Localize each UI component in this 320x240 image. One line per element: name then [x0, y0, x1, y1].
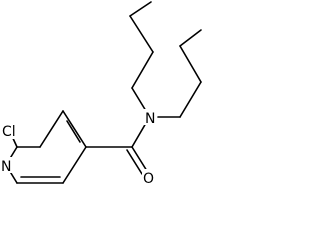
bond-chain2-ab: [179, 81, 202, 118]
bond-chain1-bc: [129, 15, 154, 53]
bond-c2-c3: [39, 110, 64, 148]
bond-carbonyl-amide-n: [131, 122, 147, 148]
bond-carbonyl-o: [131, 146, 148, 172]
bonds: [5, 1, 202, 184]
bond-chain2-cd: [179, 29, 202, 47]
bond-c3-c4: [62, 110, 87, 148]
double-bond-carbonyl-o: [126, 149, 143, 175]
atom-labels: Cl N N O: [0, 109, 157, 187]
double-bond-c3-c4: [66, 120, 81, 143]
molecule-structure: Cl N N O: [0, 1, 202, 187]
bond-c4-c5: [62, 146, 87, 184]
bond-chain1-cd: [129, 1, 152, 17]
carbonyl-oxygen-label: O: [143, 171, 154, 187]
bond-amide-n-chain1-a: [131, 87, 147, 112]
amide-nitrogen-label: N: [145, 111, 155, 127]
chlorine-atom-label: Cl: [2, 124, 16, 140]
bond-chain2-bc: [179, 45, 202, 83]
pyridine-nitrogen-label: N: [1, 159, 11, 175]
bond-chain1-ab: [131, 51, 154, 89]
